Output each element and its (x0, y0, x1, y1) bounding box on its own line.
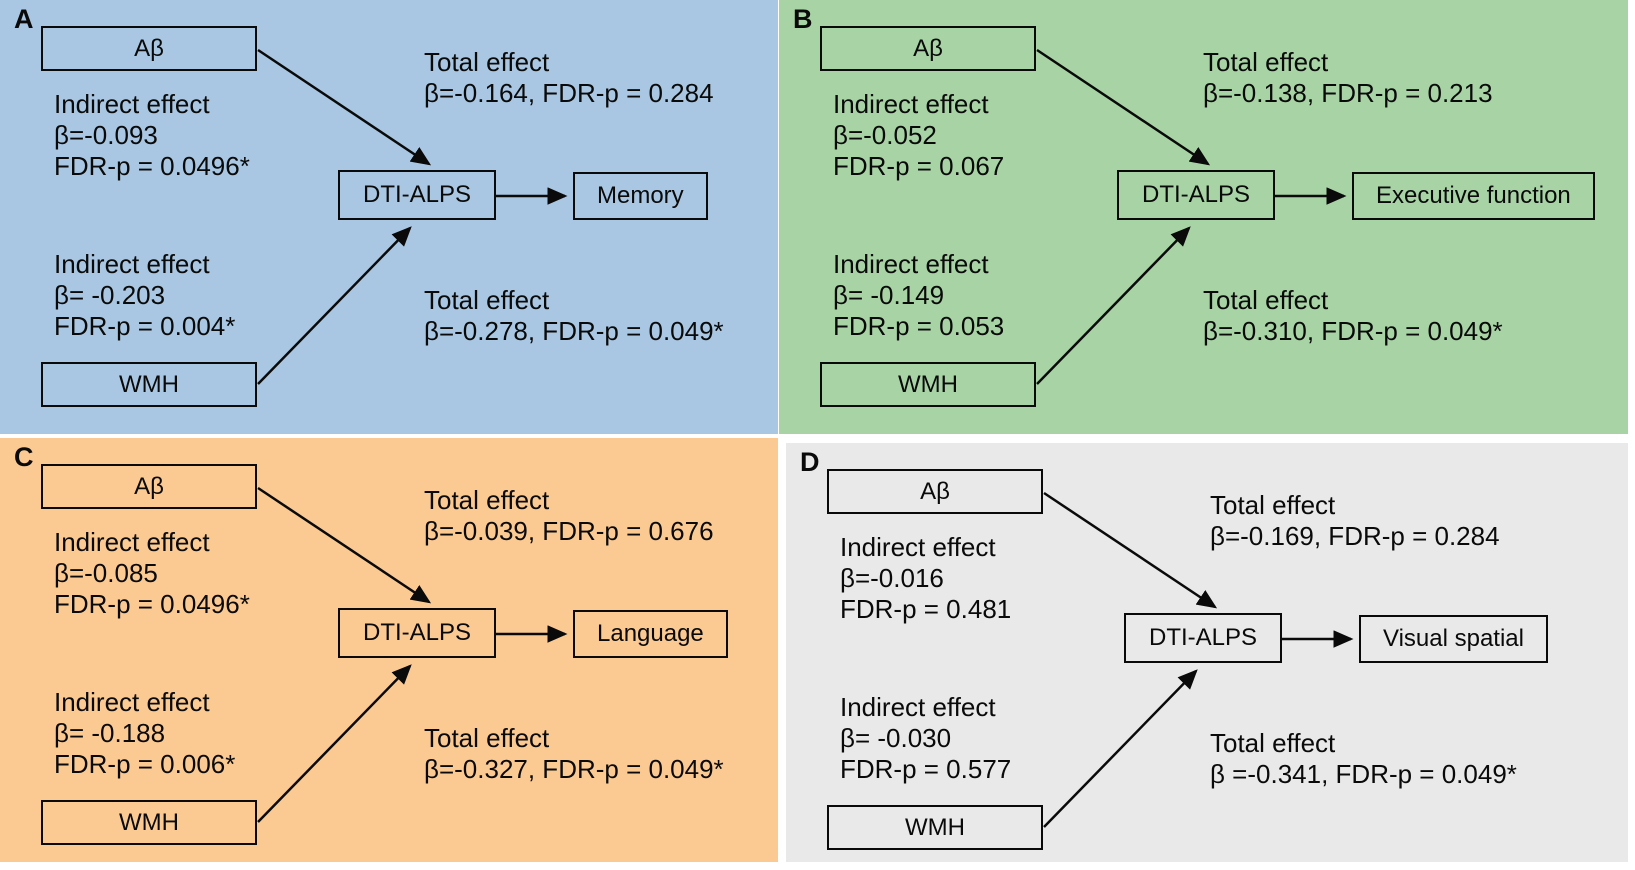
panel-a-memory: A Aβ Indirect effect β=-0.093 FDR-p = 0.… (0, 0, 778, 434)
indirect-effect-fdr: FDR-p = 0.067 (833, 151, 1005, 181)
indirect-effect-beta: β=-0.093 (54, 120, 158, 150)
total-effect-stats: β =-0.341, FDR-p = 0.049* (1210, 759, 1517, 789)
dti-alps-box: DTI-ALPS (338, 170, 496, 220)
path-arrows (1036, 48, 1347, 385)
indirect-effect-title: Indirect effect (54, 89, 210, 119)
indirect-effect-beta: β= -0.030 (840, 723, 952, 753)
wmh-box: WMH (827, 805, 1043, 850)
dti-alps-box: DTI-ALPS (1124, 613, 1282, 663)
abeta-box: Aβ (827, 469, 1043, 514)
path-arrows (257, 48, 568, 385)
indirect-effect-wmh-text: Indirect effect β= -0.149 FDR-p = 0.053 (833, 249, 1004, 342)
wmh-box: WMH (820, 362, 1036, 407)
panel-b-executive-function: B Aβ Indirect effect β=-0.052 FDR-p = 0.… (779, 0, 1628, 434)
total-effect-wmh-text: Total effect β=-0.278, FDR-p = 0.049* (424, 285, 724, 347)
total-effect-stats: β=-0.169, FDR-p = 0.284 (1210, 521, 1500, 551)
total-effect-wmh-text: Total effect β=-0.327, FDR-p = 0.049* (424, 723, 724, 785)
dti-alps-box: DTI-ALPS (1117, 170, 1275, 220)
panel-c-language: C Aβ Indirect effect β=-0.085 FDR-p = 0.… (0, 438, 778, 862)
outcome-box-visual-spatial: Visual spatial (1359, 615, 1548, 663)
indirect-effect-abeta-text: Indirect effect β=-0.093 FDR-p = 0.0496* (54, 89, 250, 182)
indirect-effect-title: Indirect effect (840, 532, 996, 562)
wmh-box: WMH (41, 362, 257, 407)
total-effect-stats: β=-0.278, FDR-p = 0.049* (424, 316, 724, 346)
indirect-effect-fdr: FDR-p = 0.053 (833, 311, 1005, 341)
arrow-abeta-to-mediator (257, 48, 432, 166)
total-effect-abeta-text: Total effect β=-0.138, FDR-p = 0.213 (1203, 47, 1493, 109)
indirect-effect-abeta-text: Indirect effect β=-0.085 FDR-p = 0.0496* (54, 527, 250, 620)
indirect-effect-fdr: FDR-p = 0.006* (54, 749, 236, 779)
indirect-effect-fdr: FDR-p = 0.577 (840, 754, 1012, 784)
panel-label: C (14, 442, 34, 472)
indirect-effect-fdr: FDR-p = 0.004* (54, 311, 236, 341)
indirect-effect-wmh-text: Indirect effect β= -0.188 FDR-p = 0.006* (54, 687, 235, 780)
path-arrows (257, 486, 568, 823)
indirect-effect-abeta-text: Indirect effect β=-0.016 FDR-p = 0.481 (840, 532, 1011, 625)
indirect-effect-title: Indirect effect (54, 687, 210, 717)
arrow-wmh-to-mediator (257, 664, 412, 823)
arrow-wmh-to-mediator (1043, 669, 1198, 828)
total-effect-stats: β=-0.164, FDR-p = 0.284 (424, 78, 714, 108)
indirect-effect-title: Indirect effect (833, 89, 989, 119)
indirect-effect-title: Indirect effect (840, 692, 996, 722)
indirect-effect-beta: β=-0.085 (54, 558, 158, 588)
indirect-effect-fdr: FDR-p = 0.481 (840, 594, 1012, 624)
total-effect-title: Total effect (424, 485, 550, 515)
indirect-effect-beta: β= -0.149 (833, 280, 945, 310)
arrow-abeta-to-mediator (257, 486, 432, 604)
indirect-effect-fdr: FDR-p = 0.0496* (54, 589, 250, 619)
arrow-abeta-to-mediator (1043, 491, 1218, 609)
total-effect-title: Total effect (1203, 285, 1329, 315)
indirect-effect-title: Indirect effect (833, 249, 989, 279)
total-effect-wmh-text: Total effect β=-0.310, FDR-p = 0.049* (1203, 285, 1503, 347)
indirect-effect-beta: β= -0.203 (54, 280, 166, 310)
panel-label: D (800, 447, 820, 477)
total-effect-title: Total effect (424, 285, 550, 315)
arrow-abeta-to-mediator (1036, 48, 1211, 166)
indirect-effect-title: Indirect effect (54, 249, 210, 279)
indirect-effect-beta: β= -0.188 (54, 718, 166, 748)
arrow-wmh-to-mediator (257, 226, 412, 385)
total-effect-title: Total effect (424, 47, 550, 77)
outcome-box-memory: Memory (573, 172, 708, 220)
total-effect-stats: β=-0.138, FDR-p = 0.213 (1203, 78, 1493, 108)
total-effect-title: Total effect (1203, 47, 1329, 77)
outcome-box-executive-function: Executive function (1352, 172, 1595, 220)
indirect-effect-fdr: FDR-p = 0.0496* (54, 151, 250, 181)
indirect-effect-wmh-text: Indirect effect β= -0.030 FDR-p = 0.577 (840, 692, 1011, 785)
total-effect-title: Total effect (1210, 728, 1336, 758)
abeta-box: Aβ (820, 26, 1036, 71)
abeta-box: Aβ (41, 26, 257, 71)
total-effect-stats: β=-0.327, FDR-p = 0.049* (424, 754, 724, 784)
total-effect-title: Total effect (1210, 490, 1336, 520)
total-effect-stats: β=-0.310, FDR-p = 0.049* (1203, 316, 1503, 346)
indirect-effect-wmh-text: Indirect effect β= -0.203 FDR-p = 0.004* (54, 249, 235, 342)
panel-label: B (793, 4, 813, 34)
total-effect-abeta-text: Total effect β=-0.164, FDR-p = 0.284 (424, 47, 714, 109)
wmh-box: WMH (41, 800, 257, 845)
total-effect-title: Total effect (424, 723, 550, 753)
total-effect-stats: β=-0.039, FDR-p = 0.676 (424, 516, 714, 546)
indirect-effect-beta: β=-0.052 (833, 120, 937, 150)
panel-d-visual-spatial: D Aβ Indirect effect β=-0.016 FDR-p = 0.… (786, 443, 1628, 862)
indirect-effect-abeta-text: Indirect effect β=-0.052 FDR-p = 0.067 (833, 89, 1004, 182)
path-arrows (1043, 491, 1354, 828)
total-effect-abeta-text: Total effect β=-0.039, FDR-p = 0.676 (424, 485, 714, 547)
total-effect-abeta-text: Total effect β=-0.169, FDR-p = 0.284 (1210, 490, 1500, 552)
total-effect-wmh-text: Total effect β =-0.341, FDR-p = 0.049* (1210, 728, 1517, 790)
indirect-effect-beta: β=-0.016 (840, 563, 944, 593)
outcome-box-language: Language (573, 610, 728, 658)
arrow-wmh-to-mediator (1036, 226, 1191, 385)
dti-alps-box: DTI-ALPS (338, 608, 496, 658)
abeta-box: Aβ (41, 464, 257, 509)
indirect-effect-title: Indirect effect (54, 527, 210, 557)
panel-label: A (14, 4, 34, 34)
